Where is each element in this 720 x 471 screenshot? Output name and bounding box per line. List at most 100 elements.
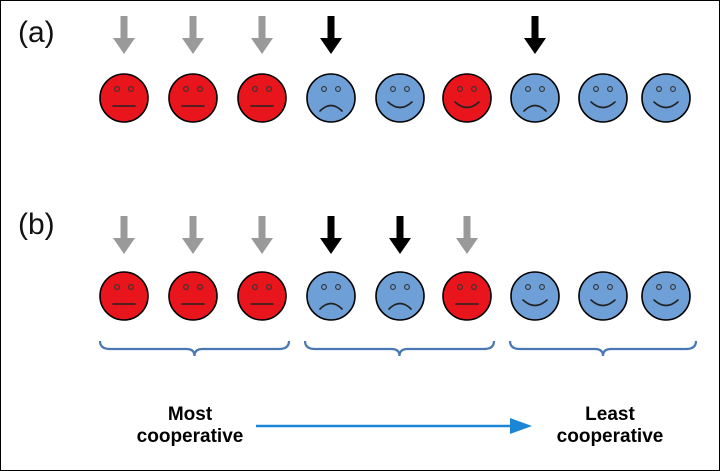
face-circle — [99, 271, 149, 321]
arrow-gray — [456, 216, 478, 254]
face-eye — [390, 284, 396, 290]
face-circle — [168, 73, 218, 123]
face-eye — [593, 284, 599, 290]
face-circle — [306, 271, 356, 321]
caption-most-line2: cooperative — [136, 426, 244, 447]
face-circle — [442, 271, 492, 321]
face-eye — [128, 284, 134, 290]
face-circle — [510, 73, 560, 123]
face-eye — [335, 284, 341, 290]
arrow-gray — [251, 216, 273, 254]
arrow-gray — [182, 16, 204, 54]
arrow-shaft — [120, 216, 128, 240]
face-neutral — [237, 271, 287, 321]
face-circle — [306, 73, 356, 123]
face-circle — [168, 271, 218, 321]
face-mouth — [653, 101, 679, 109]
face-neutral — [442, 271, 492, 321]
face-eye — [183, 86, 189, 92]
face-mouth — [319, 104, 343, 112]
face-mouth — [388, 302, 412, 310]
face-circle — [578, 73, 628, 123]
caption-least-line1: Least — [585, 404, 635, 425]
face-eye — [607, 86, 613, 92]
face-neutral — [99, 271, 149, 321]
face-mouth — [590, 101, 616, 109]
face-eye — [266, 86, 272, 92]
cooperation-axis-arrowhead — [510, 418, 532, 434]
face-eye — [321, 86, 327, 92]
face-eye — [404, 284, 410, 290]
face-mouth — [522, 299, 548, 307]
arrow-head — [524, 38, 546, 54]
group-brace — [508, 340, 698, 357]
face-mouth — [590, 299, 616, 307]
arrow-head — [113, 238, 135, 254]
face-circle — [442, 73, 492, 123]
caption-least-line2: cooperative — [556, 426, 664, 447]
arrow-shaft — [258, 16, 266, 40]
arrow-head — [251, 238, 273, 254]
face-circle — [641, 73, 691, 123]
face-eye — [252, 86, 258, 92]
face-eye — [525, 86, 531, 92]
panel-label-b: (b) — [18, 208, 55, 241]
face-happy — [375, 73, 425, 123]
group-brace — [98, 340, 291, 357]
face-eye — [197, 284, 203, 290]
face-eye — [321, 284, 327, 290]
face-circle — [510, 271, 560, 321]
face-eye — [457, 86, 463, 92]
arrow-shaft — [327, 16, 335, 40]
arrow-head — [251, 38, 273, 54]
face-eye — [656, 284, 662, 290]
face-happy — [442, 73, 492, 123]
arrow-shaft — [258, 216, 266, 240]
face-sad — [375, 271, 425, 321]
face-mouth — [454, 101, 480, 109]
face-eye — [525, 284, 531, 290]
face-eye — [539, 86, 545, 92]
arrow-gray — [113, 16, 135, 54]
arrow-shaft — [531, 16, 539, 40]
panel-label-a: (a) — [18, 16, 55, 49]
arrow-black — [320, 16, 342, 54]
caption-most-line1: Most — [167, 404, 213, 425]
face-neutral — [168, 73, 218, 123]
arrow-shaft — [396, 216, 404, 240]
face-eye — [670, 86, 676, 92]
arrow-head — [113, 38, 135, 54]
face-eye — [471, 284, 477, 290]
arrow-shaft — [120, 16, 128, 40]
face-circle — [375, 73, 425, 123]
face-eye — [252, 284, 258, 290]
face-circle — [375, 271, 425, 321]
arrow-head — [320, 38, 342, 54]
face-eye — [128, 86, 134, 92]
face-eye — [114, 86, 120, 92]
face-neutral — [168, 271, 218, 321]
arrow-head — [182, 238, 204, 254]
face-eye — [607, 284, 613, 290]
arrow-shaft — [327, 216, 335, 240]
arrow-black — [320, 216, 342, 254]
face-eye — [457, 284, 463, 290]
face-neutral — [237, 73, 287, 123]
caption-least-cooperative: Least cooperative — [530, 404, 690, 448]
arrow-shaft — [463, 216, 471, 240]
face-happy — [641, 271, 691, 321]
arrow-shaft — [189, 16, 197, 40]
face-sad — [306, 271, 356, 321]
face-circle — [237, 73, 287, 123]
group-brace — [303, 340, 496, 357]
caption-most-cooperative: Most cooperative — [110, 404, 270, 448]
face-eye — [335, 86, 341, 92]
face-eye — [539, 284, 545, 290]
face-eye — [390, 86, 396, 92]
arrow-head — [389, 238, 411, 254]
face-happy — [510, 271, 560, 321]
face-eye — [471, 86, 477, 92]
